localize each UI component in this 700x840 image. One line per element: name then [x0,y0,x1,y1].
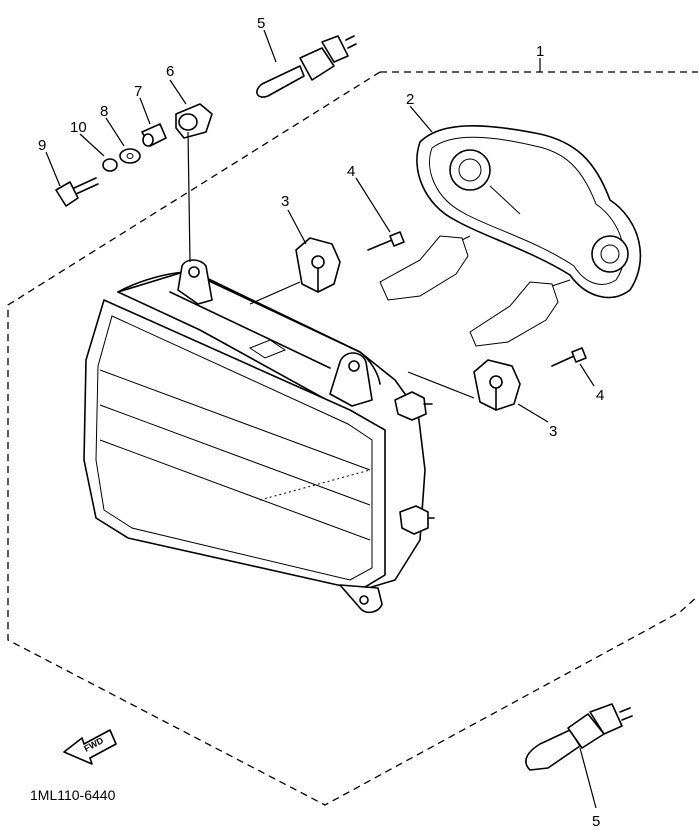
callout-5-bottom: 5 [592,813,600,830]
callout-8: 8 [100,103,108,120]
adjuster-part-3-upper [295,237,341,293]
forward-arrow-icon: FWD [63,729,117,765]
callout-3-lower: 3 [549,423,557,440]
callout-6: 6 [166,63,174,80]
callout-10: 10 [70,119,87,136]
housing-frame-part-2 [416,125,642,299]
spring-washer-part-10 [102,158,118,172]
callout-4-upper: 4 [347,163,355,180]
callout-3-upper: 3 [281,193,289,210]
screw-part-4-upper [367,231,405,251]
adjuster-part-3-lower [473,359,521,411]
callout-9: 9 [38,137,46,154]
assembly-boundary [7,58,699,806]
bolt-part-9 [55,177,99,207]
grommet-part-6 [175,103,213,139]
collar-part-7 [141,123,167,147]
inner-bulb-upper [379,235,471,301]
washer-part-8 [119,148,141,164]
screw-part-4-lower [551,347,587,367]
callout-5-top: 5 [257,15,265,32]
diagram-code: 1ML110-6440 [30,787,116,803]
callout-1: 1 [536,43,544,60]
callout-7: 7 [134,83,142,100]
callout-4-lower: 4 [596,387,604,404]
bulb-part-5-top [256,35,357,98]
inner-bulb-lower [469,279,571,347]
callout-2: 2 [406,91,414,108]
bulb-part-5-bottom [525,703,633,771]
headlight-unit [83,259,435,614]
